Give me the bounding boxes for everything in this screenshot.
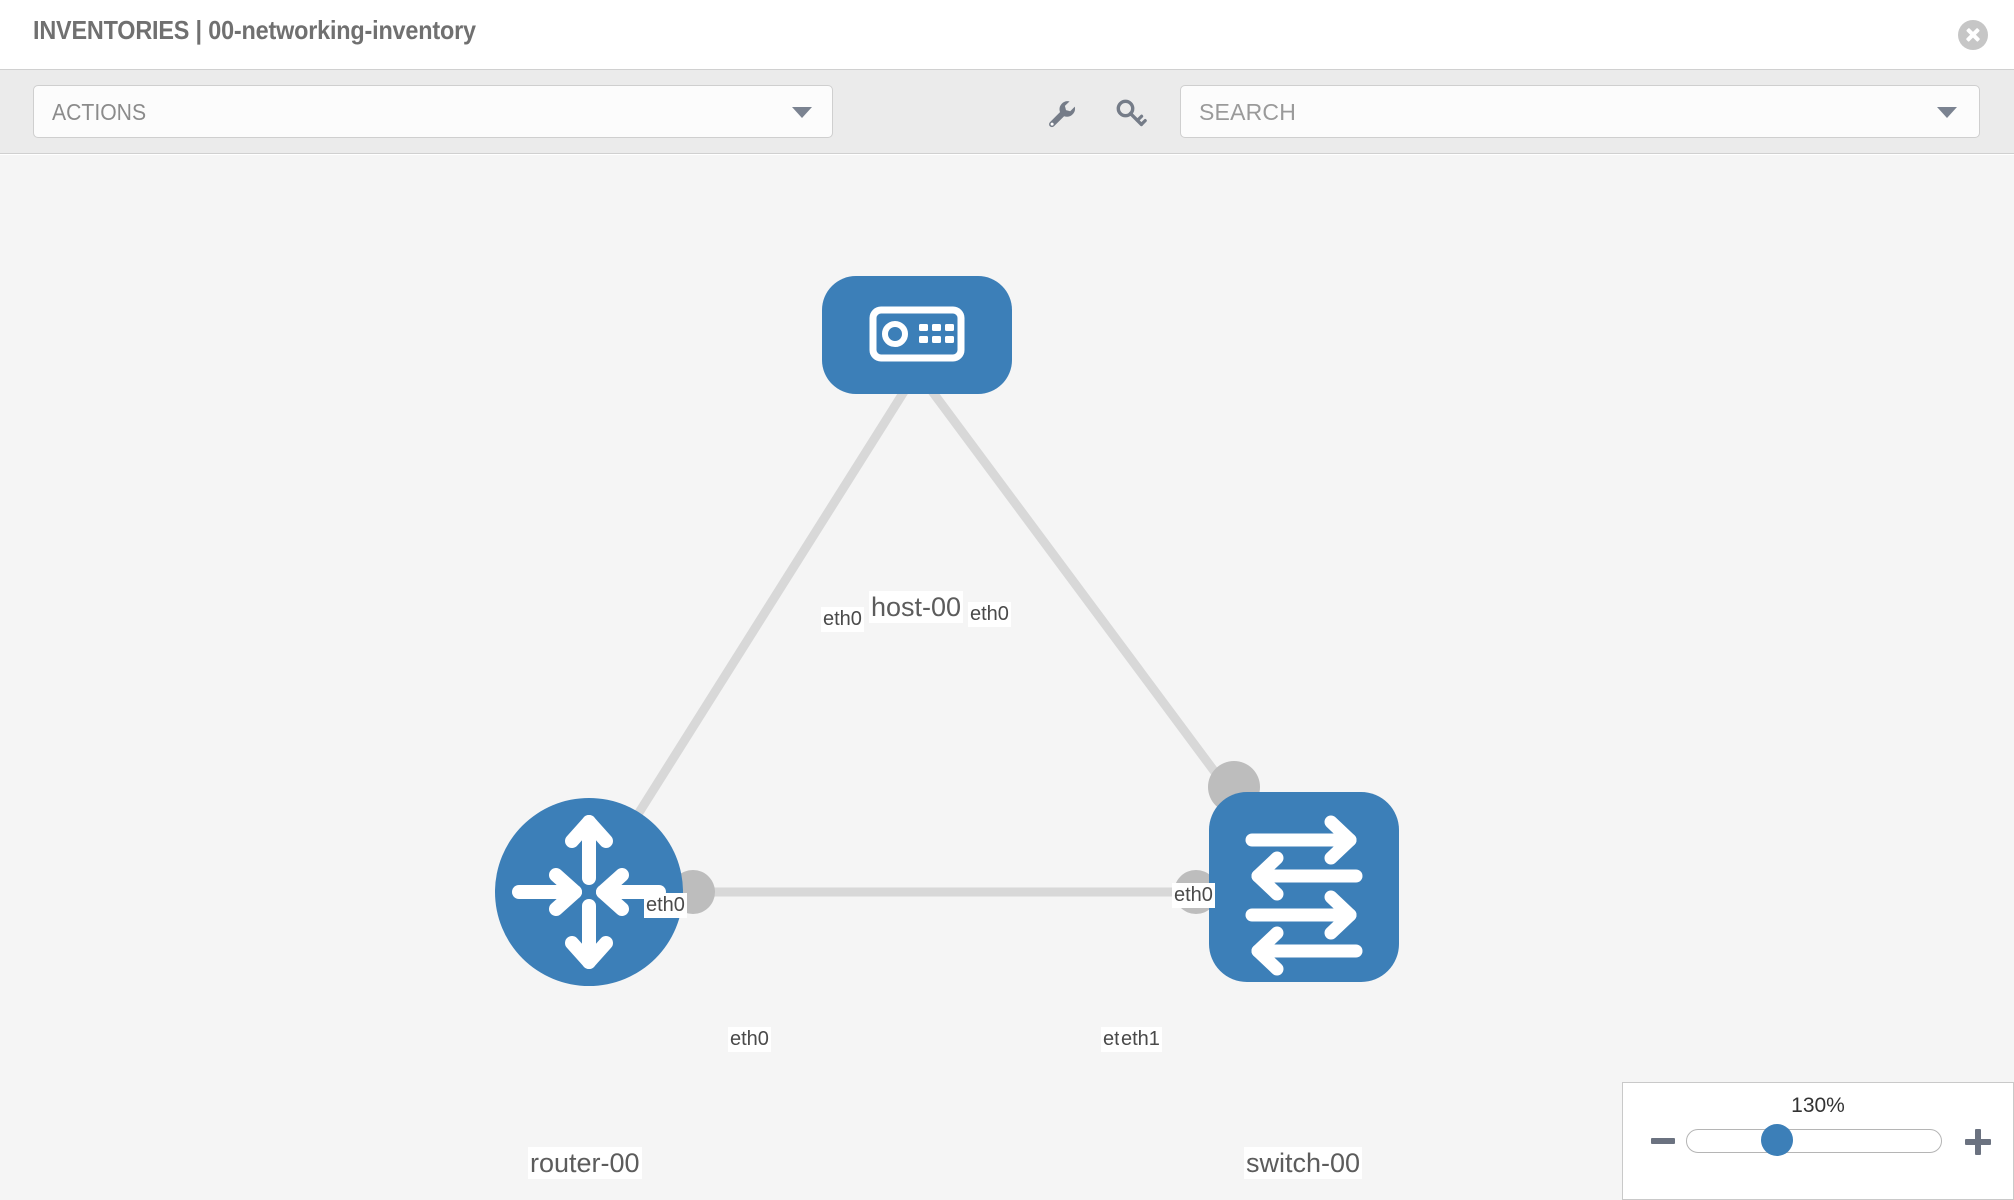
chevron-down-icon — [792, 107, 812, 118]
node-router-00 — [495, 798, 683, 986]
zoom-in-button[interactable] — [1965, 1129, 1991, 1155]
node-label-switch-00: switch-00 — [1244, 1147, 1363, 1179]
server-appliance-icon — [869, 306, 965, 362]
plus-icon-vertical — [1975, 1129, 1981, 1155]
close-icon[interactable] — [1958, 20, 1988, 50]
topology-links — [585, 368, 1308, 897]
interface-label-router-right: eth0 — [728, 1027, 771, 1052]
node-label-host-00: host-00 — [869, 591, 964, 623]
link-host-router — [585, 368, 921, 895]
chevron-down-icon — [1937, 107, 1957, 118]
wrench-icon[interactable] — [1044, 96, 1078, 130]
topology-graph — [495, 276, 1399, 986]
search-input[interactable]: SEARCH — [1180, 85, 1980, 138]
toolbar: ACTIONS SEARCH — [0, 69, 2014, 154]
node-switch-00 — [1209, 792, 1399, 982]
page-title: INVENTORIES | 00-networking-inventory — [33, 15, 476, 45]
minus-icon — [1651, 1138, 1675, 1144]
zoom-slider-thumb[interactable] — [1761, 1124, 1793, 1156]
actions-dropdown-label: ACTIONS — [52, 99, 147, 125]
zoom-out-button[interactable] — [1651, 1129, 1675, 1153]
router-arrows-icon — [512, 815, 666, 969]
interface-label-router-up: eth0 — [644, 893, 687, 918]
interface-label-switch-up: eth0 — [1172, 883, 1215, 908]
key-icon[interactable] — [1113, 96, 1147, 130]
zoom-control-panel: 130% — [1622, 1082, 2014, 1200]
switch-arrows-icon — [1245, 815, 1363, 976]
zoom-level-value: 130% — [1791, 1094, 1845, 1117]
search-placeholder: SEARCH — [1199, 99, 1297, 125]
interface-label-host-left: eth0 — [821, 607, 864, 632]
page-header: INVENTORIES | 00-networking-inventory — [0, 0, 2014, 69]
topology-canvas[interactable]: eth0 eth0 eth0 eth0 eth0 eth eth1 host-0… — [0, 155, 2014, 1200]
interface-label-switch-left: eth1 — [1119, 1027, 1162, 1052]
node-host-00 — [822, 276, 1012, 394]
node-label-router-00: router-00 — [528, 1147, 642, 1179]
interface-label-host-right: eth0 — [968, 602, 1011, 627]
zoom-slider-track[interactable] — [1686, 1129, 1942, 1153]
actions-dropdown[interactable]: ACTIONS — [33, 85, 833, 138]
